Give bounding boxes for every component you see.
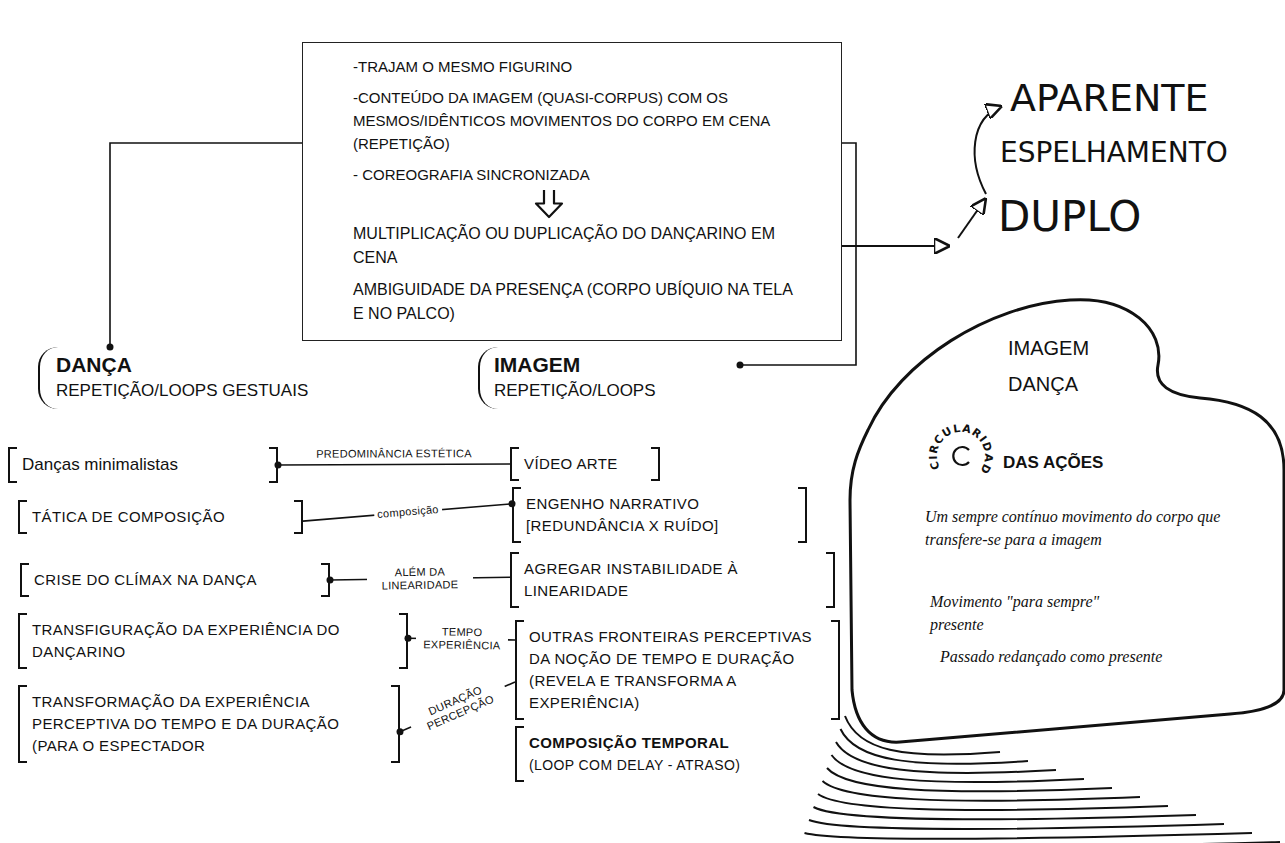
connector-dot <box>405 635 412 642</box>
blob-stripe <box>827 768 1112 791</box>
circular-text-svg: CIRCULARIDADE <box>925 420 997 492</box>
blob-stripe <box>832 755 1085 782</box>
node-text: ENGENHO NARRATIVO [REDUNDÂNCIA X RUÍDO] <box>526 493 793 537</box>
topic-group: IMAGEMREPETIÇÃO/LOOPS <box>478 347 740 409</box>
circular-text: CIRCULARIDADE <box>925 420 997 492</box>
blob-stripe <box>836 742 1056 773</box>
group-heading: IMAGEM <box>494 351 730 379</box>
bracket-left <box>515 620 524 720</box>
blob-group <box>800 300 1284 843</box>
bullet-text: -CONTEÚDO DA IMAGEM (QUASI-CORPUS) COM O… <box>353 86 805 155</box>
bracket-right <box>321 563 330 597</box>
circular-mark <box>953 447 969 465</box>
blob-stripe <box>814 807 1197 819</box>
node-text: VÍDEO ARTE <box>524 453 646 475</box>
bracket-left <box>18 500 27 534</box>
connector-line <box>110 143 302 347</box>
bracket-left <box>18 613 27 669</box>
edge-label: PREDOMINÂNCIA ESTÉTICA <box>313 446 475 462</box>
bracket-right <box>391 685 400 763</box>
blob-subheading: DAS AÇÕES <box>1003 452 1143 474</box>
node-text: OUTRAS FRONTEIRAS PERCEPTIVAS DA NOÇÃO D… <box>529 626 826 714</box>
bracket-left <box>510 552 519 608</box>
bracket-term: ENGENHO NARRATIVO [REDUNDÂNCIA X RUÍDO] <box>512 487 807 543</box>
bracket-left <box>8 447 17 483</box>
term-heading: COMPOSIÇÃO TEMPORAL <box>529 732 821 754</box>
arrow-to-duplo <box>842 245 950 247</box>
bracket-right <box>651 447 660 481</box>
bracket-term: TRANSFIGURAÇÃO DA EXPERIÊNCIA DO DANÇARI… <box>18 613 408 669</box>
summary-box: -TRAJAM O MESMO FIGURINO -CONTEÚDO DA IMA… <box>302 42 842 341</box>
group-body: REPETIÇÃO/LOOPS GESTUAIS <box>56 379 388 403</box>
result-text: AMBIGUIDADE DA PRESENÇA (CORPO UBÍQUIO N… <box>353 278 805 326</box>
connector-dot <box>107 344 114 351</box>
term-text: (LOOP COM DELAY - ATRASO) <box>529 754 821 776</box>
bracket-term: OUTRAS FRONTEIRAS PERCEPTIVAS DA NOÇÃO D… <box>515 620 840 720</box>
bracket-term: TRANSFORMAÇÃO DA EXPERIÊNCIA PERCEPTIVA … <box>18 685 400 763</box>
bracket-term: VÍDEO ARTE <box>510 447 660 481</box>
bracket-term: AGREGAR INSTABILIDADE À LINEARIDADE <box>510 552 835 608</box>
blob-note: Um sempre contínuo movimento do corpo qu… <box>925 505 1260 551</box>
concept-label: APARENTE <box>1010 78 1209 120</box>
edge-label: DURAÇÃO PERCEPÇÃO <box>405 674 510 741</box>
node-text: AGREGAR INSTABILIDADE À LINEARIDADE <box>524 558 821 602</box>
bracket-right <box>399 613 408 669</box>
connector-dot <box>275 462 282 469</box>
result-text: MULTIPLICAÇÃO OU DUPLICAÇÃO DO DANÇARINO… <box>353 222 805 270</box>
blob-outline <box>850 300 1284 742</box>
down-arrow <box>536 190 562 217</box>
bullet-text: - COREOGRAFIA SINCRONIZADA <box>353 163 805 186</box>
bracket-term: Danças minimalistas <box>8 447 278 483</box>
concept-label: DUPLO <box>998 194 1141 240</box>
blob-stripe <box>805 833 1253 839</box>
bracket-right <box>826 552 835 608</box>
edge-label: ALÉM DA LINEARIDADE <box>367 564 473 594</box>
topic-group: DANÇAREPETIÇÃO/LOOPS GESTUAIS <box>38 347 398 409</box>
bullet-text: -TRAJAM O MESMO FIGURINO <box>353 55 805 78</box>
node-text: TRANSFIGURAÇÃO DA EXPERIÊNCIA DO DANÇARI… <box>32 619 394 663</box>
connector-dot <box>397 728 404 735</box>
blob-stripe <box>809 820 1224 829</box>
blob-note: Passado redançado como presente <box>940 645 1240 668</box>
bracket-right <box>269 447 278 483</box>
group-body: REPETIÇÃO/LOOPS <box>494 379 730 403</box>
bracket-left <box>20 563 29 597</box>
connector-line <box>278 464 510 465</box>
down-arrow-svg <box>303 43 843 496</box>
bracket-left <box>510 447 519 481</box>
blob-stripe <box>823 781 1141 801</box>
circular-path-text: CIRCULARIDADE <box>921 410 996 477</box>
bracket-right <box>294 500 303 534</box>
arrow-to-aparente <box>975 106 1002 194</box>
connector-dot <box>327 577 334 584</box>
image-dance-blob: IMAGEM DANÇACIRCULARIDADE DAS AÇÕES Um sem… <box>795 292 1285 843</box>
bracket-term: CRISE DO CLÍMAX NA DANÇA <box>20 563 330 597</box>
arrow-to-espelhamento <box>958 198 986 238</box>
bracket-left <box>18 685 27 763</box>
bracket-term: COMPOSIÇÃO TEMPORAL(LOOP COM DELAY - ATR… <box>515 726 835 782</box>
bracket-right <box>831 620 840 720</box>
term-text: Danças minimalistas <box>22 453 264 477</box>
connector-dot <box>737 362 744 369</box>
concept-label: ESPELHAMENTO <box>1000 138 1228 169</box>
bracket-term: TÁTICA DE COMPOSIÇÃO <box>18 500 303 534</box>
node-text: TÁTICA DE COMPOSIÇÃO <box>32 506 289 528</box>
node-text: CRISE DO CLÍMAX NA DANÇA <box>34 569 316 591</box>
group-heading: DANÇA <box>56 351 388 379</box>
blob-stripe <box>818 794 1168 810</box>
blob-heading: IMAGEM DANÇA <box>1008 330 1128 402</box>
circular-letters: CIRCULARIDADE <box>921 410 996 477</box>
bracket-left <box>512 487 521 543</box>
edge-label: composição <box>373 502 442 523</box>
node-text: TRANSFORMAÇÃO DA EXPERIÊNCIA PERCEPTIVA … <box>32 691 386 757</box>
blob-stripe <box>800 842 1280 843</box>
bracket-left <box>515 726 524 782</box>
bracket-right <box>798 487 807 543</box>
edge-label: TEMPO EXPERIÊNCIA <box>415 624 507 654</box>
blob-note: Movimento "para sempre" presente <box>930 590 1150 636</box>
